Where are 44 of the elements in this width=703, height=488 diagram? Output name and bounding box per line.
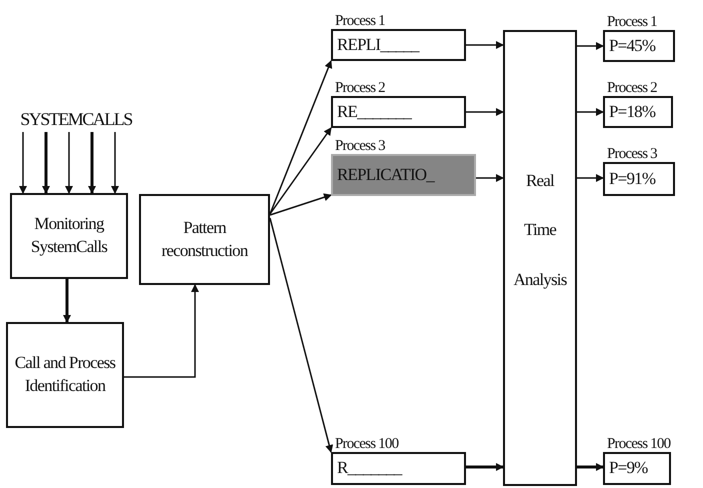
- node-label: Monitoring SystemCalls: [30, 213, 108, 258]
- process-caption: Process 3: [607, 146, 657, 163]
- analysis-box: [503, 30, 577, 486]
- process-caption: Process 2: [607, 80, 657, 97]
- arrow: [577, 174, 604, 182]
- arrow: [111, 132, 119, 194]
- process-box: [6, 322, 124, 428]
- arrow: [577, 42, 604, 50]
- arrow: [269, 218, 334, 453]
- arrow: [270, 193, 332, 216]
- process-caption: Process 2: [335, 80, 385, 97]
- node-label: RE_______: [337, 100, 412, 123]
- node-label: REPLICATIO_: [337, 164, 434, 186]
- node-label: P=9%: [609, 457, 648, 480]
- node-label: P=45%: [609, 34, 656, 57]
- arrow: [19, 132, 27, 194]
- arrow: [88, 132, 96, 194]
- arrow: [577, 108, 604, 116]
- heading-text: SYSTEMCALLS: [20, 108, 132, 131]
- arrow: [42, 132, 50, 194]
- process-caption: Process 100: [335, 436, 398, 453]
- arrow: [466, 108, 504, 116]
- node-label: P=18%: [609, 100, 656, 123]
- arrow: [466, 463, 504, 471]
- arrow: [577, 463, 604, 471]
- process-box: [10, 193, 128, 279]
- node-label: Pattern reconstruction: [160, 216, 250, 262]
- node-label: Real Time Analysis: [512, 170, 568, 291]
- node-label: REPLI_____: [337, 34, 419, 56]
- process-caption: Process 3: [335, 138, 385, 155]
- arrow: [65, 132, 73, 194]
- process-caption: Process 1: [335, 13, 385, 30]
- arrow: [63, 279, 71, 323]
- node-label: R_______: [337, 457, 402, 480]
- arrow: [124, 284, 199, 378]
- process-caption: Process 100: [607, 436, 670, 453]
- arrow: [466, 41, 504, 49]
- node-label: Call and Process Identification: [14, 352, 116, 397]
- arrow: [269, 60, 332, 214]
- arrow: [269, 127, 332, 214]
- arrow: [476, 174, 504, 182]
- process-box: [139, 194, 270, 285]
- node-label: P=91%: [609, 168, 656, 190]
- process-caption: Process 1: [607, 14, 657, 31]
